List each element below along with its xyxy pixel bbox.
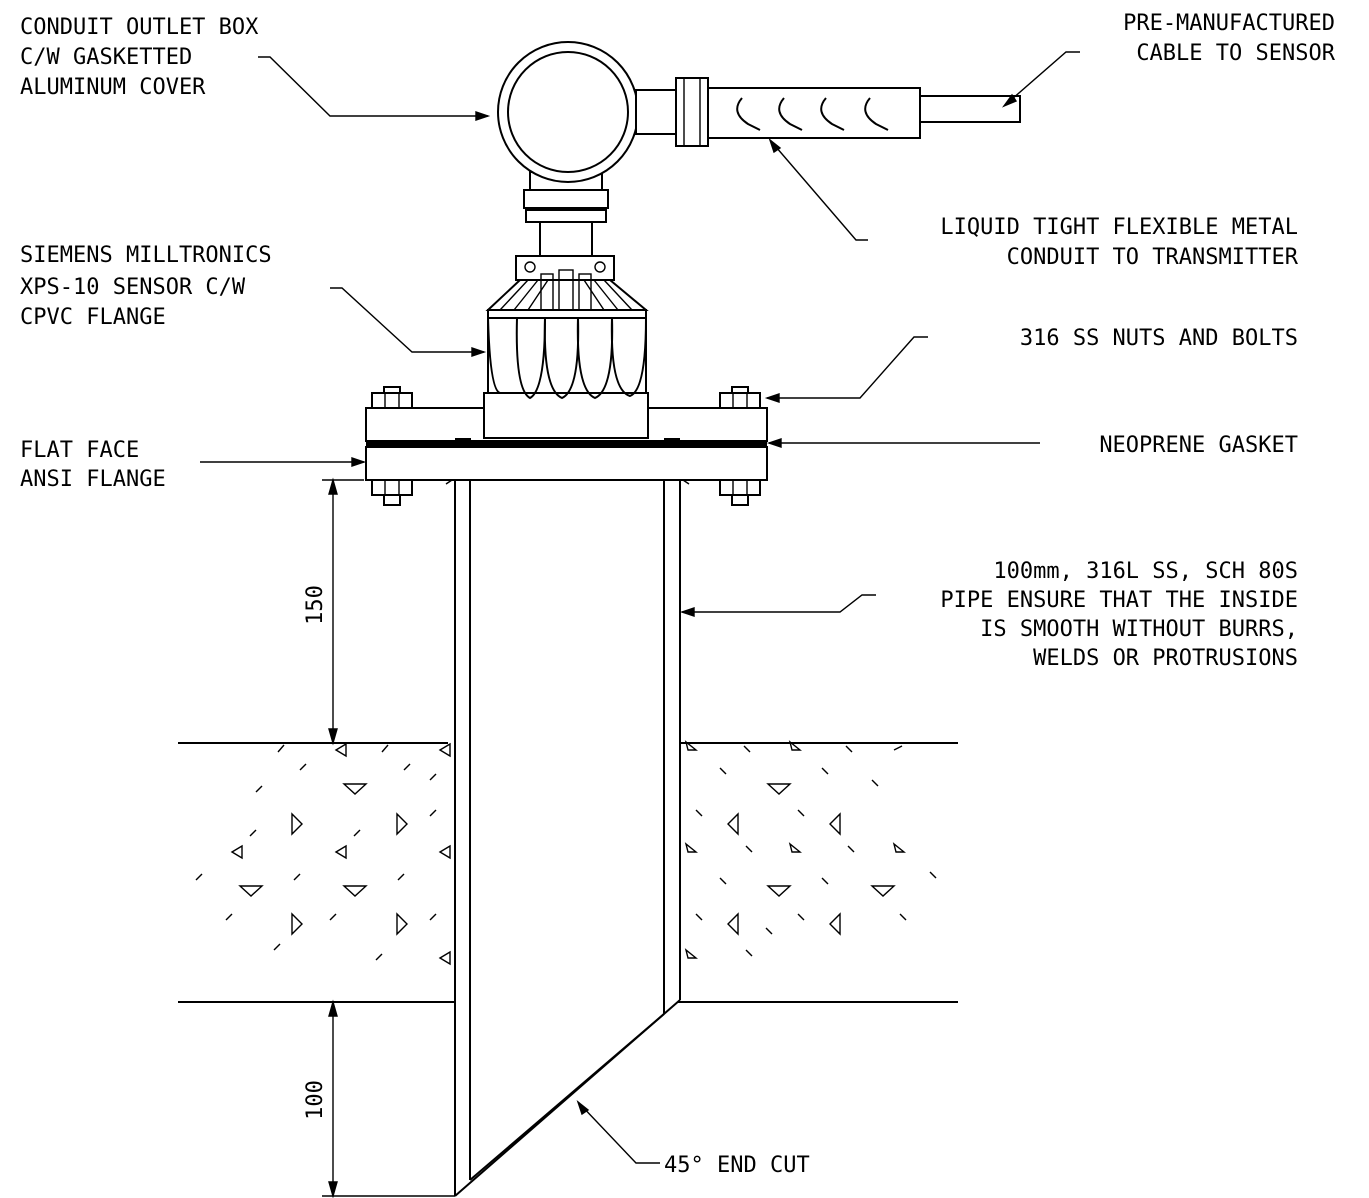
pipe-label-line-1: 100mm, 316L SS, SCH 80S [993, 559, 1298, 584]
end-cut-label: 45° END CUT [664, 1153, 810, 1178]
flange-label: FLAT FACE ANSI FLANGE [20, 438, 166, 492]
outlet-box-label-line-1: CONDUIT OUTLET BOX [20, 15, 259, 40]
conduit-label: LIQUID TIGHT FLEXIBLE METAL CONDUIT TO T… [940, 215, 1298, 270]
cable-label-line-2: CABLE TO SENSOR [1136, 41, 1335, 66]
sensor-label-line-2: XPS-10 SENSOR C/W [20, 275, 246, 300]
flexible-conduit [707, 87, 1021, 139]
sensor-label-line-1: SIEMENS MILLTRONICS [20, 243, 272, 268]
pipe-label-line-2: PIPE ENSURE THAT THE INSIDE [940, 588, 1298, 613]
leader-lines [200, 51, 1080, 1164]
dimension-lower-label: 100 [303, 1080, 328, 1120]
nuts-bolts-label: 316 SS NUTS AND BOLTS [1020, 326, 1298, 351]
xps10-sensor [483, 171, 649, 439]
right-bolt [719, 386, 761, 506]
cable-label: PRE-MANUFACTURED CABLE TO SENSOR [1123, 11, 1336, 66]
conduit-outlet-box [497, 41, 709, 183]
sensor-label-line-3: CPVC FLANGE [20, 305, 166, 330]
outlet-box-label-line-2: C/W GASKETTED [20, 45, 192, 70]
outlet-box-label-line-3: ALUMINUM COVER [20, 75, 206, 100]
standpipe [445, 443, 690, 1197]
left-bolt [371, 386, 413, 506]
flange-label-line-1: FLAT FACE [20, 438, 139, 463]
concrete-slab [178, 740, 958, 1003]
gasket-label: NEOPRENE GASKET [1099, 433, 1298, 458]
pipe-label-line-3: IS SMOOTH WITHOUT BURRS, [980, 617, 1298, 642]
outlet-box-label: CONDUIT OUTLET BOX C/W GASKETTED ALUMINU… [20, 15, 259, 100]
concrete-hatch [195, 740, 937, 966]
conduit-label-line-1: LIQUID TIGHT FLEXIBLE METAL [940, 215, 1298, 240]
conduit-label-line-2: CONDUIT TO TRANSMITTER [1007, 245, 1299, 270]
dimension-upper-label: 150 [303, 585, 328, 625]
dimension-lines [322, 477, 455, 1198]
pipe-label: 100mm, 316L SS, SCH 80S PIPE ENSURE THAT… [940, 559, 1298, 671]
sensor-label: SIEMENS MILLTRONICS XPS-10 SENSOR C/W CP… [20, 243, 272, 330]
pipe-label-line-4: WELDS OR PROTRUSIONS [1033, 646, 1298, 671]
cable-label-line-1: PRE-MANUFACTURED [1123, 11, 1335, 36]
flange-label-line-2: ANSI FLANGE [20, 467, 166, 492]
